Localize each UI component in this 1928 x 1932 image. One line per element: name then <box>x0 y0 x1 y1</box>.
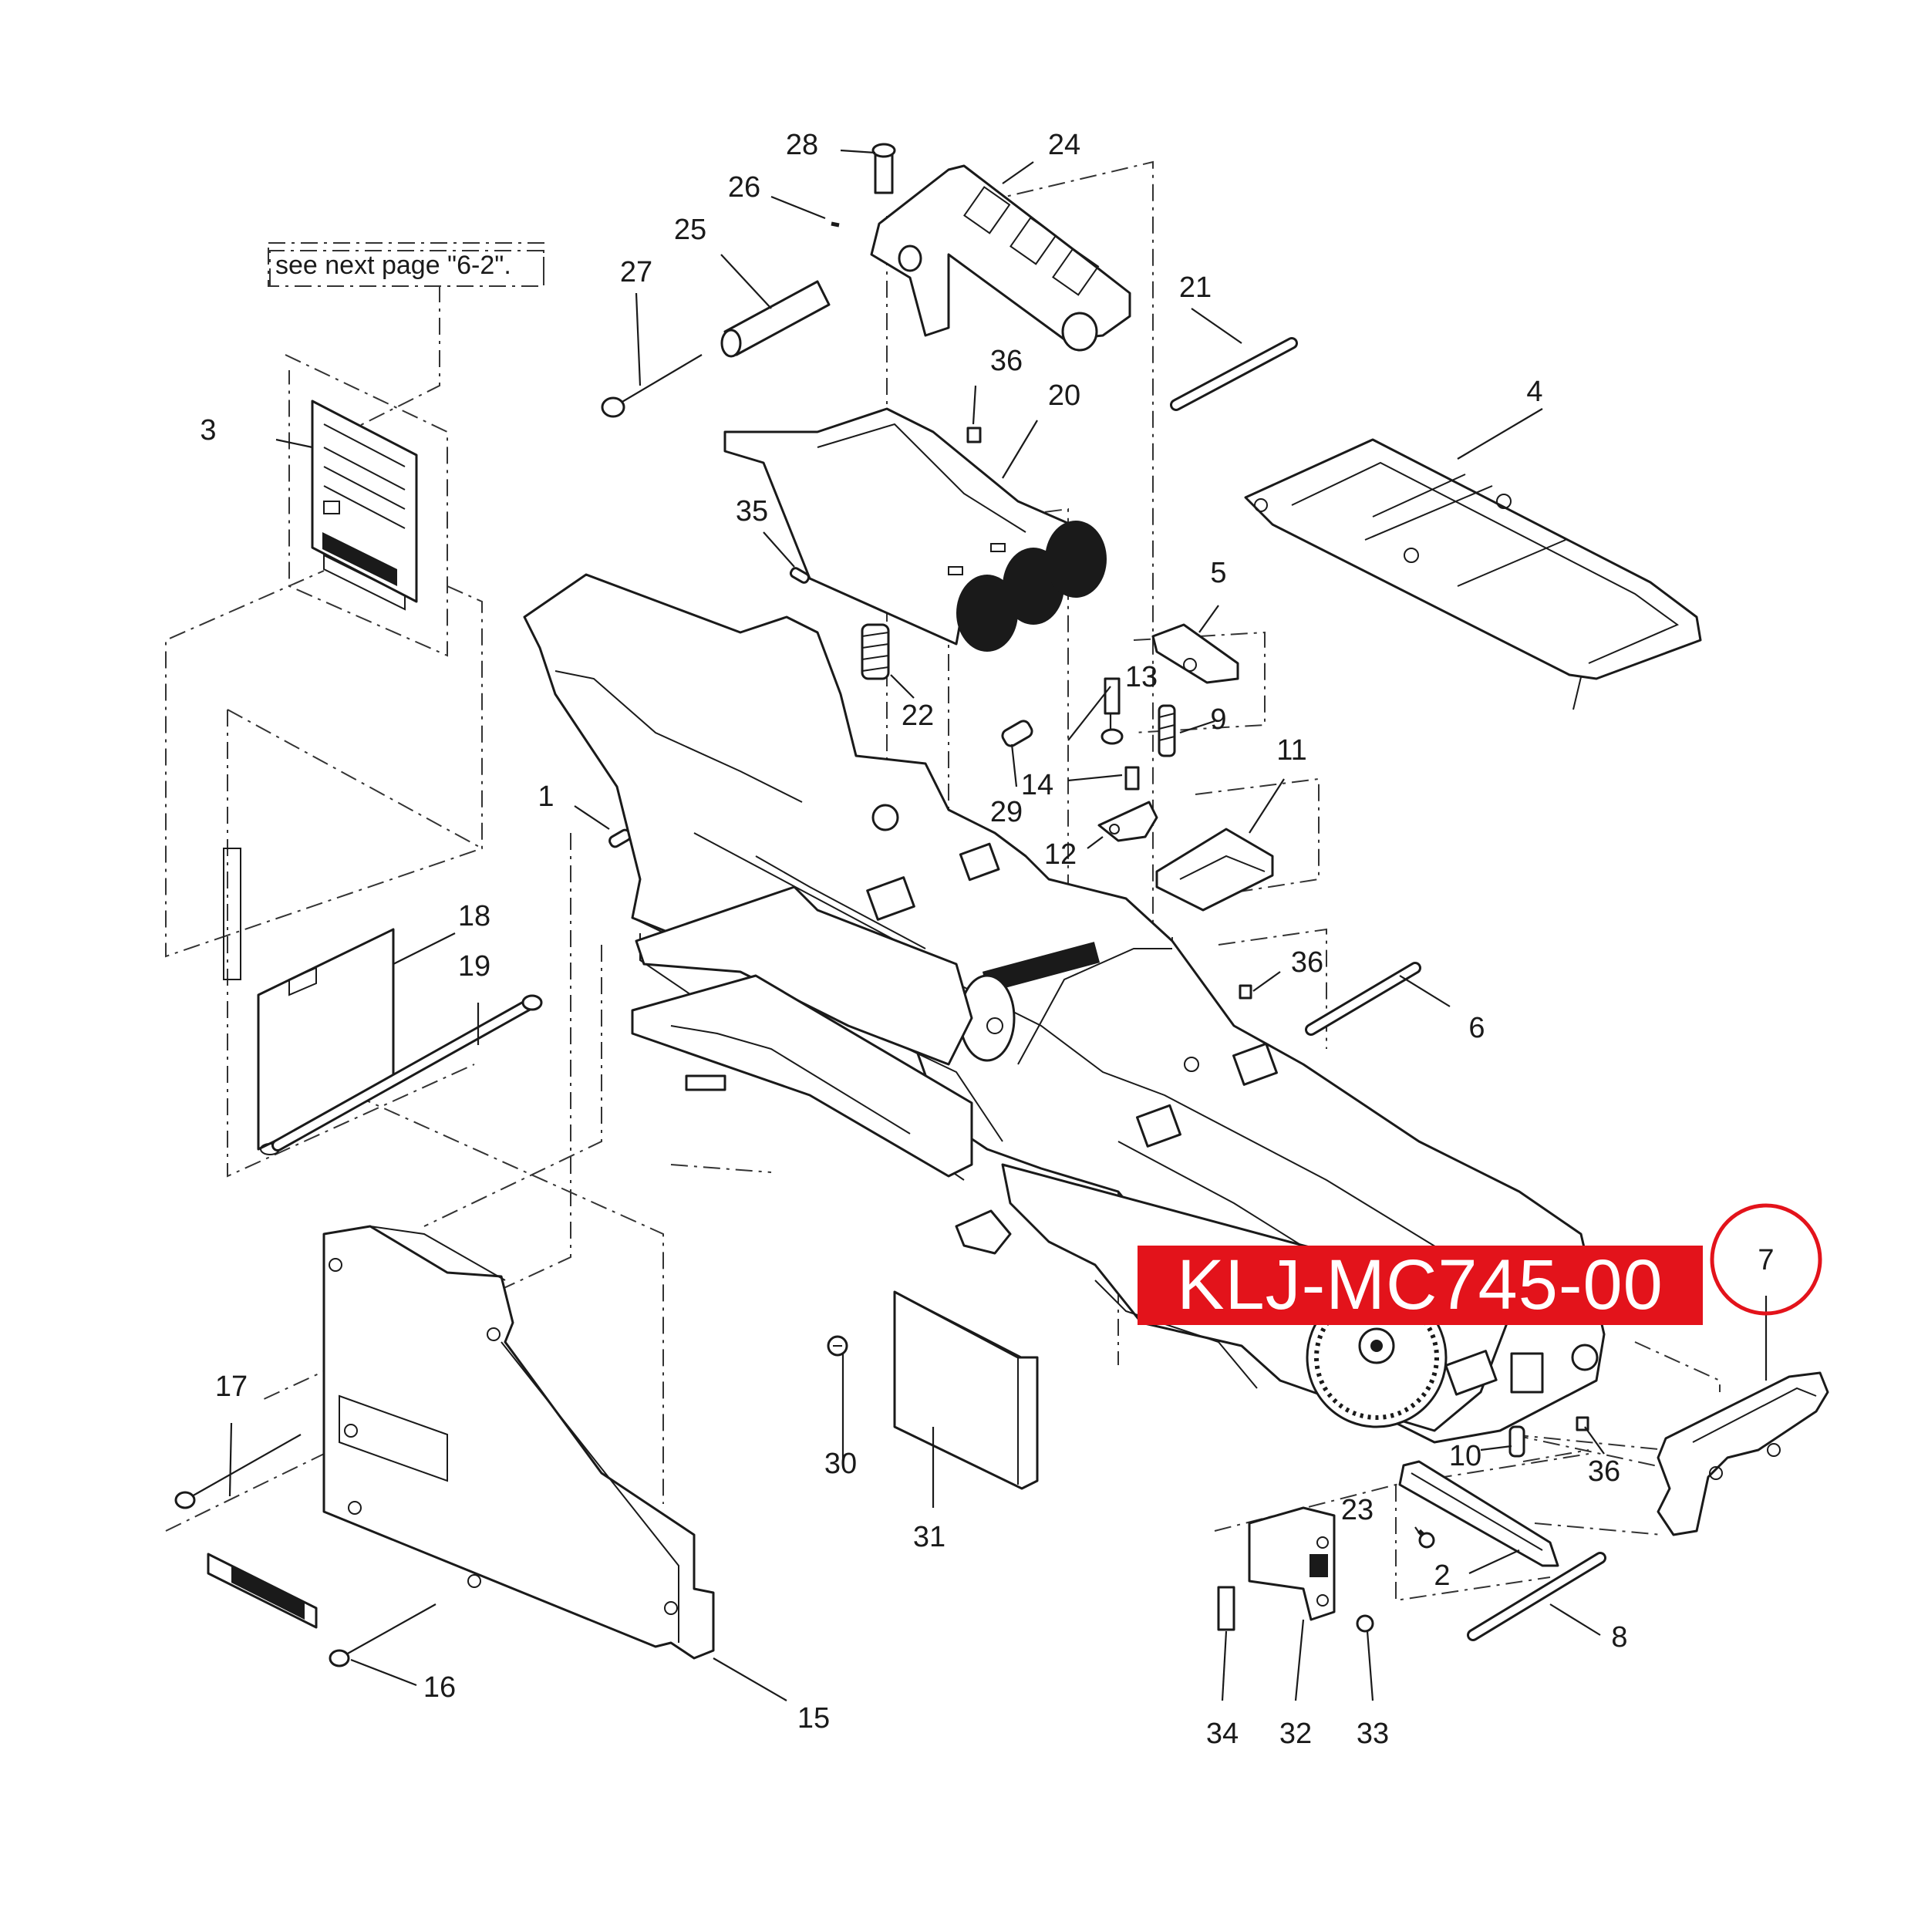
callout-33: 33 <box>1357 1718 1389 1750</box>
callout-32: 32 <box>1279 1718 1312 1750</box>
leader-lines <box>228 149 1768 1701</box>
side-cover-part-15 <box>322 1225 715 1660</box>
block-part-5 <box>1151 623 1239 684</box>
callout-28: 28 <box>786 129 818 161</box>
callout-25: 25 <box>674 214 706 246</box>
callout-17: 17 <box>215 1371 248 1403</box>
callout-18: 18 <box>458 900 490 932</box>
roller-knurled <box>956 521 1107 652</box>
callout-36-top: 36 <box>990 345 1023 377</box>
bolt-part-27 <box>601 354 703 418</box>
sleeve-part-25 <box>720 280 831 358</box>
bracket-part-12 <box>1097 801 1158 842</box>
screw-part-30 <box>827 1335 848 1357</box>
callout-29: 29 <box>990 796 1023 828</box>
screw-part-14 <box>1124 766 1140 791</box>
callout-11: 11 <box>1276 734 1306 767</box>
label-plate-part-3 <box>311 400 418 611</box>
callout-36-low: 36 <box>1588 1455 1620 1488</box>
feeder-main-body <box>523 573 1606 1444</box>
highlight-callout-7: 7 <box>1710 1203 1822 1316</box>
screw-part-33 <box>1356 1614 1374 1633</box>
callout-labels: 1 2 3 4 5 6 8 9 10 11 12 13 14 15 16 17 … <box>200 129 1627 1750</box>
screw-part-23 <box>1417 1529 1435 1549</box>
screw-part-13 <box>1101 677 1124 745</box>
feeder-rear-frame <box>631 885 1012 1255</box>
callout-23: 23 <box>1341 1494 1374 1526</box>
callout-2: 2 <box>1434 1559 1450 1592</box>
callout-34: 34 <box>1206 1718 1239 1750</box>
tape-guide-part-4 <box>1244 438 1702 710</box>
callout-22: 22 <box>902 700 934 732</box>
cover-plate-part-18 <box>223 848 395 1155</box>
callout-27: 27 <box>620 256 652 288</box>
callout-7: 7 <box>1758 1244 1774 1276</box>
spring-part-22 <box>861 623 890 680</box>
handle-part-24 <box>870 164 1131 352</box>
callout-20: 20 <box>1048 379 1080 412</box>
board-part-31 <box>893 1290 1039 1490</box>
callout-5: 5 <box>1210 557 1226 589</box>
screw-part-16 <box>329 1603 436 1667</box>
callout-8: 8 <box>1611 1621 1627 1654</box>
callout-14: 14 <box>1021 769 1053 801</box>
callout-35: 35 <box>736 495 768 528</box>
pin-part-26 <box>831 221 840 228</box>
callout-10: 10 <box>1449 1440 1481 1472</box>
shaft-part-21 <box>1170 337 1298 411</box>
reference-note-text: see next page "6-2". <box>275 251 511 280</box>
reference-note: see next page "6-2". <box>268 242 544 287</box>
pin-part-10 <box>1508 1425 1525 1458</box>
callout-13: 13 <box>1125 661 1158 693</box>
bracket-part-11 <box>1155 828 1274 912</box>
connector-part-32 <box>1248 1506 1336 1621</box>
spring-part-9 <box>1158 704 1176 757</box>
callout-19: 19 <box>458 950 490 983</box>
callout-3: 3 <box>200 414 216 447</box>
setscrew-part-36-top <box>966 427 982 443</box>
part-number-text: KLJ-MC745-00 <box>1177 1246 1663 1324</box>
callout-16: 16 <box>423 1671 456 1704</box>
part-number-banner: KLJ-MC745-00 <box>1138 1246 1703 1325</box>
tag-part-34 <box>1217 1586 1235 1631</box>
callout-31: 31 <box>913 1521 945 1553</box>
callout-6: 6 <box>1468 1012 1485 1044</box>
barcode-strip <box>207 1553 318 1629</box>
bracket-part-7 <box>1657 1371 1829 1536</box>
callout-1: 1 <box>538 781 554 813</box>
callout-4: 4 <box>1526 376 1542 408</box>
screw-part-17 <box>174 1434 302 1509</box>
shaft-part-6 <box>1305 962 1421 1036</box>
callout-24: 24 <box>1048 129 1080 161</box>
callout-26: 26 <box>728 171 760 204</box>
callout-12: 12 <box>1044 838 1077 871</box>
callout-36-mid: 36 <box>1291 946 1323 979</box>
highlight-ring <box>1710 1203 1822 1316</box>
guide-part-2 <box>1398 1460 1559 1567</box>
screw-part-28 <box>871 143 896 194</box>
callout-21: 21 <box>1179 271 1212 304</box>
setscrew-part-36-mid <box>1239 984 1252 1000</box>
pin-part-19 <box>271 994 543 1151</box>
callout-30: 30 <box>824 1448 857 1480</box>
pin-part-35 <box>789 567 811 584</box>
callout-9: 9 <box>1210 703 1226 736</box>
callout-15: 15 <box>797 1702 830 1735</box>
roller-arm-part-20 <box>723 407 1107 652</box>
pin-part-29 <box>1001 720 1033 747</box>
shaft-part-8 <box>1467 1552 1606 1641</box>
